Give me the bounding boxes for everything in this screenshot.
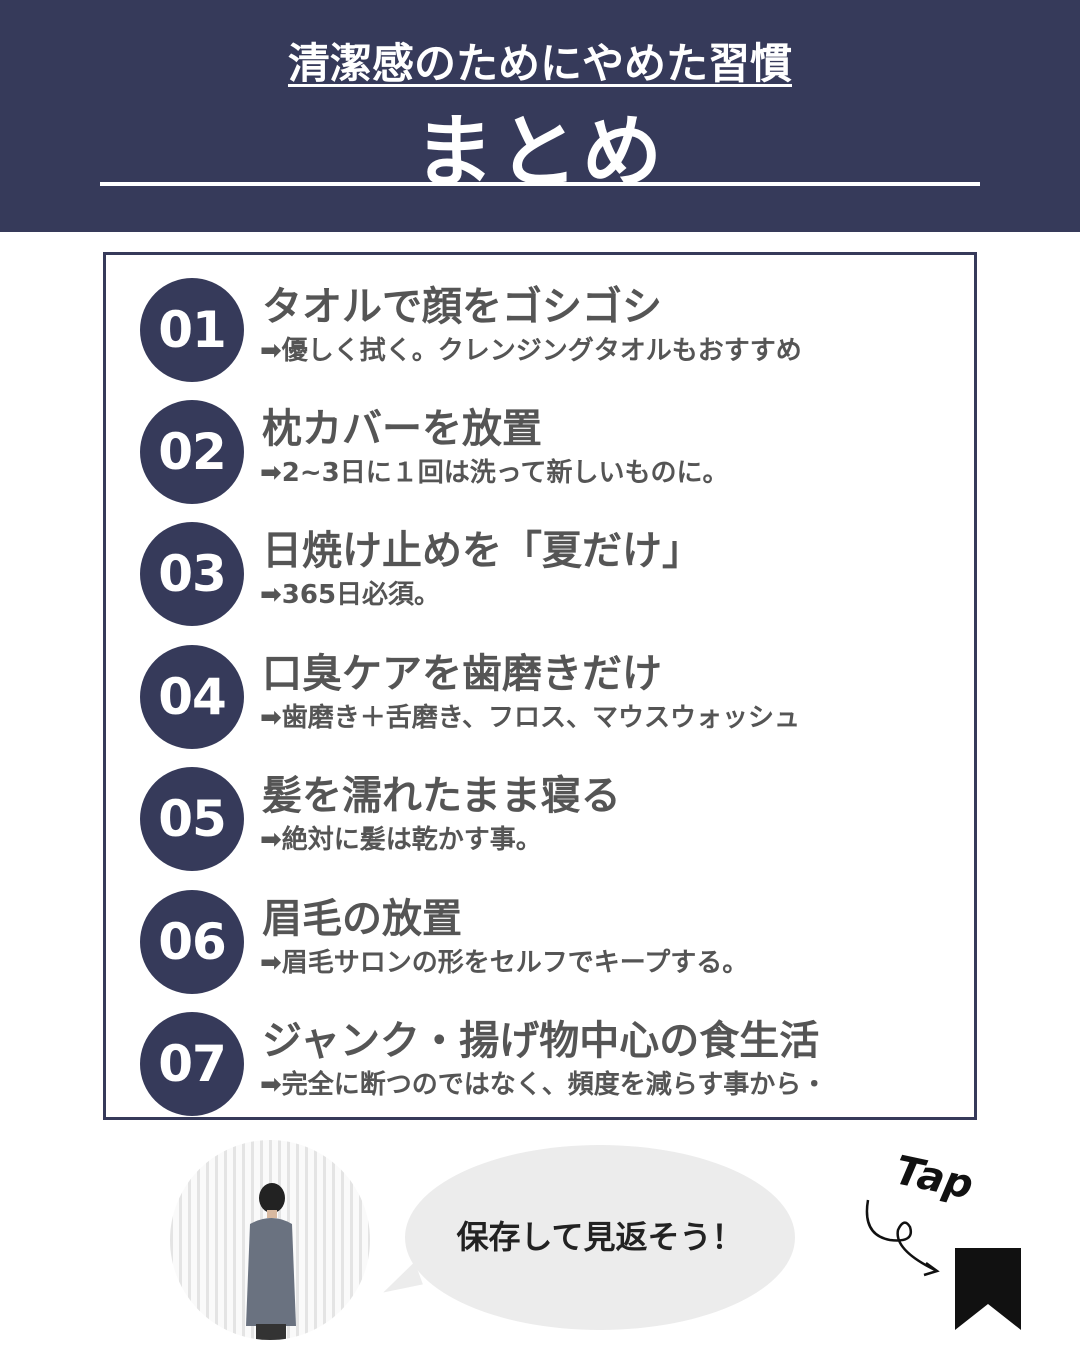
item-number: 06 [140, 890, 244, 994]
divider [100, 182, 980, 186]
item-description: ➡眉毛サロンの形をセルフでキープする。 [260, 948, 749, 978]
item-description: ➡完全に断つのではなく、頻度を減らす事から・ [260, 1070, 828, 1100]
item-title: 眉毛の放置 [262, 896, 462, 942]
list-item: 01 タオルで顔をゴシゴシ ➡優しく拭く。クレンジングタオルもおすすめ [0, 264, 1080, 386]
list-item: 05 髪を濡れたまま寝る ➡絶対に髪は乾かす事。 [0, 753, 1080, 875]
bookmark-icon[interactable] [955, 1248, 1021, 1330]
speech-bubble [405, 1145, 795, 1330]
avatar-photo [170, 1140, 370, 1340]
item-title: 枕カバーを放置 [262, 406, 542, 452]
item-number: 03 [140, 522, 244, 626]
item-number: 02 [140, 400, 244, 504]
item-title: 日焼け止めを「夏だけ」 [262, 528, 702, 574]
list-item: 04 口臭ケアを歯磨きだけ ➡歯磨き＋舌磨き、フロス、マウスウォッシュ [0, 631, 1080, 753]
item-number: 07 [140, 1012, 244, 1116]
subtitle: 清潔感のためにやめた習慣 [287, 39, 792, 88]
item-number: 04 [140, 645, 244, 749]
person-illustration [246, 1183, 296, 1340]
list-item: 02 枕カバーを放置 ➡2~3日に１回は洗って新しいものに。 [0, 386, 1080, 508]
list-item: 06 眉毛の放置 ➡眉毛サロンの形をセルフでキープする。 [0, 876, 1080, 998]
item-number: 01 [140, 278, 244, 382]
curved-arrow-icon [865, 1199, 940, 1277]
item-title: タオルで顔をゴシゴシ [262, 284, 662, 330]
item-title: ジャンク・揚げ物中心の食生活 [262, 1018, 820, 1064]
list-item: 03 日焼け止めを「夏だけ」 ➡365日必須。 [0, 508, 1080, 630]
item-number: 05 [140, 767, 244, 871]
list-item: 07 ジャンク・揚げ物中心の食生活 ➡完全に断つのではなく、頻度を減らす事から・ [0, 998, 1080, 1120]
item-description: ➡優しく拭く。クレンジングタオルもおすすめ [260, 336, 802, 366]
item-description: ➡歯磨き＋舌磨き、フロス、マウスウォッシュ [260, 703, 800, 733]
header-banner: 清潔感のためにやめた習慣 まとめ [0, 0, 1080, 232]
summary-box [103, 252, 977, 1120]
item-title: 口臭ケアを歯磨きだけ [262, 651, 662, 697]
item-description: ➡絶対に髪は乾かす事。 [260, 825, 542, 855]
page-title: まとめ [414, 106, 666, 199]
item-title: 髪を濡れたまま寝る [262, 773, 621, 819]
item-description: ➡365日必須。 [260, 580, 441, 610]
save-prompt: 保存して見返そう！ [456, 1218, 744, 1256]
item-description: ➡2~3日に１回は洗って新しいものに。 [260, 458, 729, 488]
